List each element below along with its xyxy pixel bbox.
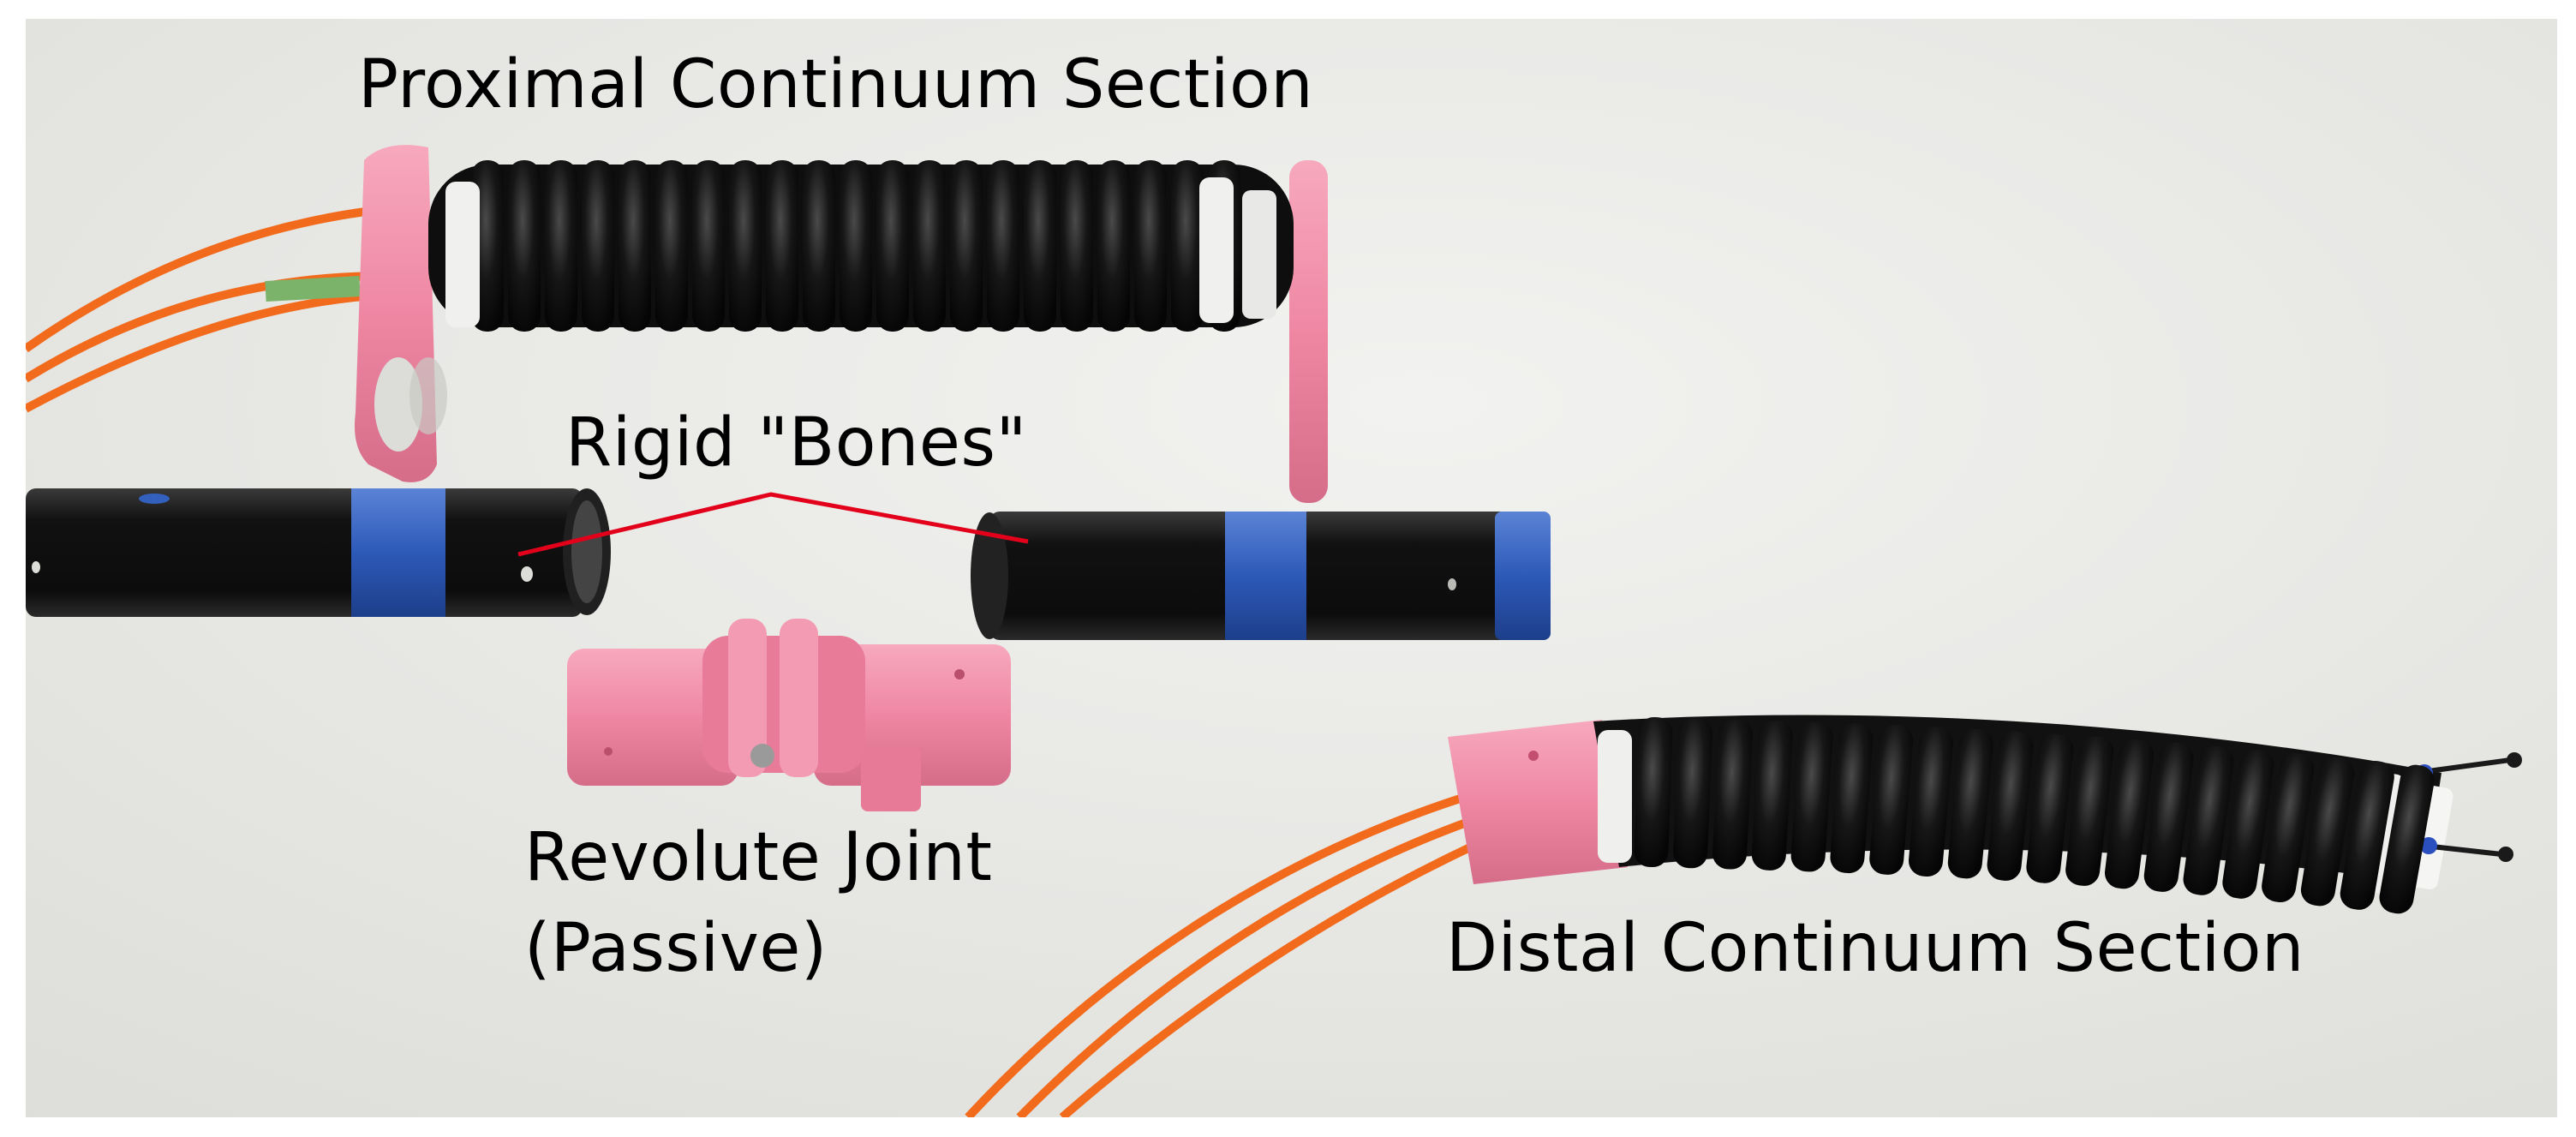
distal-segment	[2104, 739, 2155, 889]
distal-segment	[1712, 719, 1753, 870]
proximal-segment	[950, 160, 983, 332]
proximal-segment	[1097, 160, 1130, 332]
proximal-continuum-section	[26, 145, 1328, 503]
proximal-segment	[1061, 160, 1093, 332]
proximal-segment	[655, 160, 688, 332]
distal-segment	[2379, 764, 2435, 914]
label-rigid-bones: Rigid "Bones"	[565, 404, 1027, 482]
rigid-bone-right	[971, 512, 1551, 640]
proximal-segment	[729, 160, 762, 332]
distal-segment	[1751, 720, 1793, 871]
revolute-joint	[567, 619, 1011, 811]
proximal-segment	[545, 160, 577, 332]
distal-segment	[2222, 749, 2274, 899]
distal-segment	[2143, 742, 2194, 892]
distal-segment	[2300, 757, 2355, 907]
distal-segment	[1830, 723, 1874, 874]
distal-segment	[1909, 727, 1953, 877]
label-revolute-joint-passive: (Passive)	[524, 910, 828, 987]
distal-segment	[1673, 718, 1713, 869]
proximal-segment	[582, 160, 614, 332]
distal-segment	[2026, 733, 2074, 883]
proximal-segment	[876, 160, 909, 332]
distal-segment	[1869, 725, 1914, 875]
proximal-segment	[1171, 160, 1204, 332]
distal-segment	[2065, 736, 2114, 886]
bones-callout-lines	[517, 492, 1029, 557]
photo-scene	[26, 19, 2557, 1117]
distal-continuum-section	[965, 715, 2522, 1117]
rigid-bone-left	[26, 488, 611, 617]
proximal-segment	[766, 160, 798, 332]
proximal-segment	[692, 160, 725, 332]
proximal-segment	[619, 160, 651, 332]
distal-segment	[1634, 716, 1673, 868]
distal-segment	[1947, 728, 1993, 879]
proximal-segment	[987, 160, 1019, 332]
label-proximal-continuum-section: Proximal Continuum Section	[358, 46, 1314, 123]
label-revolute-joint: Revolute Joint	[524, 819, 993, 896]
label-distal-continuum-section: Distal Continuum Section	[1446, 910, 2304, 987]
proximal-segment	[1134, 160, 1167, 332]
distal-segment	[2183, 745, 2234, 895]
proximal-segment	[913, 160, 946, 332]
distal-segment	[2340, 761, 2394, 910]
distal-segment	[1790, 721, 1833, 872]
proximal-segment	[508, 160, 541, 332]
distal-segment	[2262, 753, 2315, 903]
proximal-segment	[803, 160, 835, 332]
proximal-segment	[1024, 160, 1056, 332]
proximal-segment	[840, 160, 872, 332]
distal-segment	[1987, 731, 2034, 881]
